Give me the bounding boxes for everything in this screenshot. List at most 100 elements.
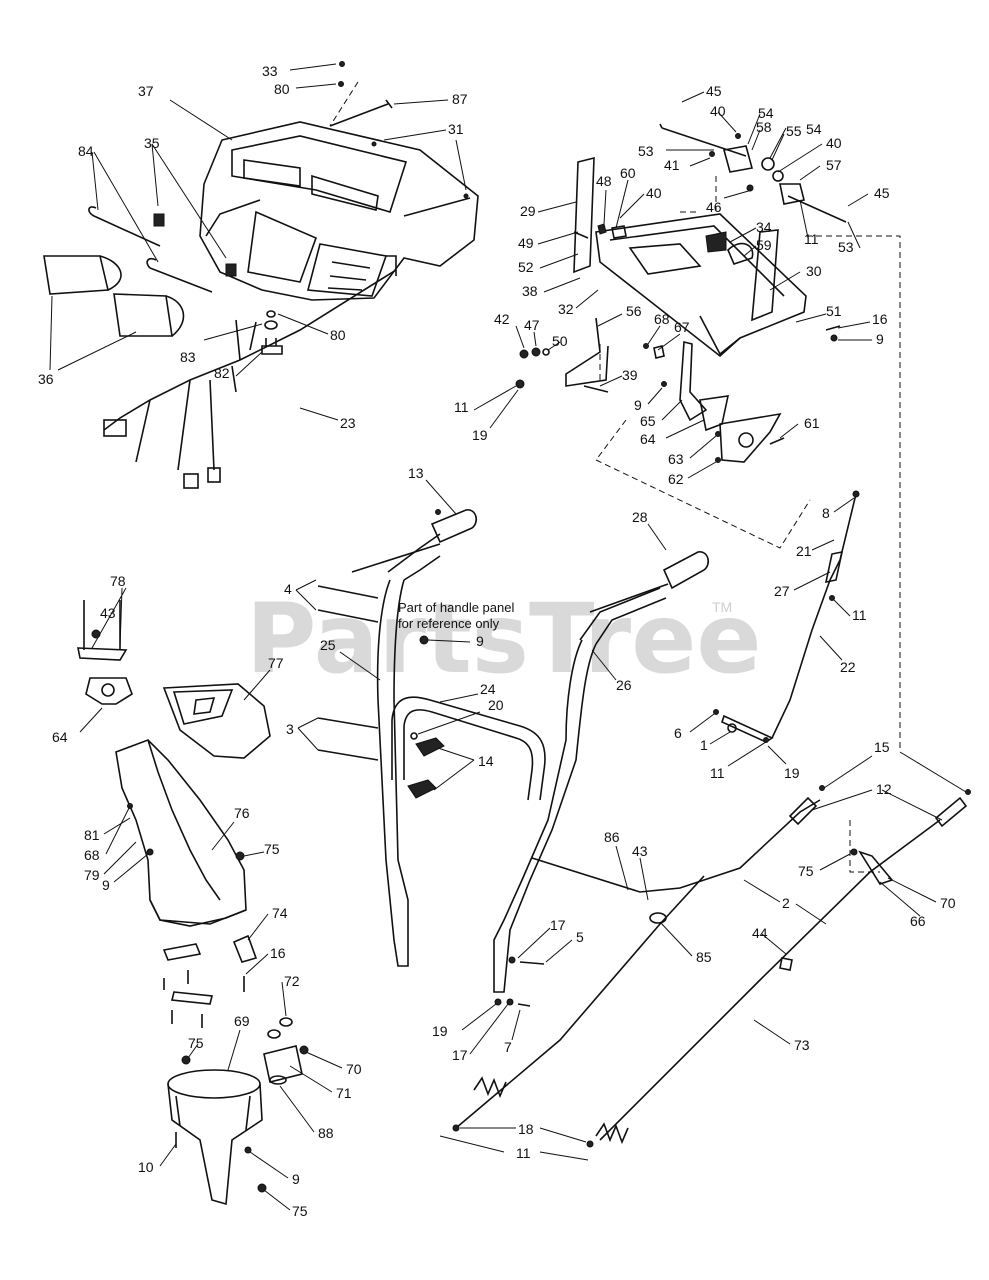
chute-76 [115, 739, 247, 927]
knob-34 [705, 231, 727, 253]
callout: 62 [668, 471, 684, 487]
nut-11-left [515, 379, 525, 389]
callout: 7 [504, 1039, 512, 1055]
callout: 23 [340, 415, 356, 431]
callout: 6 [674, 725, 682, 741]
callout-labels: 33 80 37 87 31 84 35 36 83 80 82 23 45 4… [38, 63, 956, 1219]
nut-6 [713, 709, 719, 715]
callout: 76 [234, 805, 250, 821]
ref-line-2 [806, 235, 901, 748]
callout: 81 [84, 827, 100, 843]
nut-9-chute [146, 848, 154, 856]
bolt-4b [317, 609, 379, 623]
callout: 55 [786, 123, 802, 139]
bracket-58 [722, 145, 754, 173]
chute-base-69 [167, 1069, 263, 1206]
handle-left-25 [376, 533, 441, 967]
callout: 5 [576, 929, 584, 945]
callout: 72 [284, 973, 300, 989]
washer-80-top [338, 81, 344, 87]
callout: 73 [794, 1037, 810, 1053]
nut-9-handle [419, 635, 429, 645]
callout: 53 [838, 239, 854, 255]
callout: 45 [706, 83, 722, 99]
nut-9-right [830, 334, 838, 342]
bolts-lower [163, 970, 203, 1028]
nut-48 [597, 223, 607, 235]
callout: 75 [264, 841, 280, 857]
callout: 9 [634, 397, 642, 413]
washer-83 [264, 320, 278, 330]
rod-53-right [787, 195, 847, 223]
callout: 29 [520, 203, 536, 219]
bolt-87 [329, 99, 393, 127]
rod-73 [599, 819, 941, 1141]
sleeve-12b [934, 796, 968, 828]
bulb-socket-35b [225, 263, 237, 277]
bracket-60 [611, 225, 627, 239]
dash-panel-housing [199, 121, 479, 301]
callout: 3 [286, 721, 294, 737]
callout: 56 [626, 303, 642, 319]
callout: 39 [622, 367, 638, 383]
nut-75-right [850, 848, 858, 856]
callout: 9 [292, 1171, 300, 1187]
callout: 64 [640, 431, 656, 447]
callout: 52 [518, 259, 534, 275]
callout: 14 [478, 753, 494, 769]
ref-line-3 [680, 176, 717, 213]
callout: 10 [138, 1159, 154, 1175]
callout: 17 [452, 1047, 468, 1063]
grip-28 [589, 551, 710, 613]
washer-80 [266, 310, 276, 318]
callout: 19 [784, 765, 800, 781]
bracket-57 [779, 183, 805, 205]
callout: 28 [632, 509, 648, 525]
cap-72b [267, 1029, 281, 1039]
callout: 45 [874, 185, 890, 201]
screw-31 [371, 141, 377, 147]
nut-75-chute [235, 851, 245, 861]
callout: 33 [262, 63, 278, 79]
cap-72a [279, 1017, 293, 1027]
bolt-5 [519, 961, 545, 965]
nut-63 [715, 431, 721, 437]
callout: 38 [522, 283, 538, 299]
deflector-77 [162, 683, 271, 759]
callout: 58 [756, 119, 772, 135]
callout: 37 [138, 83, 154, 99]
ref-line-1 [595, 344, 811, 549]
washer-20 [410, 732, 418, 740]
callout: 80 [330, 327, 346, 343]
callout: 40 [826, 135, 842, 151]
reference-note-line2: for reference only [398, 616, 500, 631]
headlight-right [113, 293, 185, 337]
callout: 11 [516, 1145, 531, 1161]
callout: 1 [700, 737, 708, 753]
rod-53-left [659, 123, 747, 157]
bolt-61 [769, 437, 785, 445]
callout: 74 [272, 905, 288, 921]
rod-85 [455, 875, 705, 1129]
rod-21 [829, 493, 857, 581]
callout: 78 [110, 573, 126, 589]
wire-harness [103, 255, 397, 489]
callout: 43 [632, 843, 648, 859]
bracket-56 [565, 317, 609, 387]
callout: 51 [826, 303, 842, 319]
callout: 12 [876, 781, 892, 797]
lever-65 [679, 340, 708, 422]
bolt-16-right [825, 325, 841, 331]
nut-17b [506, 998, 514, 1006]
callout: 11 [804, 231, 819, 247]
spring-lower-right [595, 1122, 629, 1145]
callout: 83 [180, 349, 196, 365]
shift-rod-2 [531, 799, 821, 893]
callout: 43 [100, 605, 116, 621]
callout: 49 [518, 235, 534, 251]
callout: 24 [480, 681, 496, 697]
callout: 42 [494, 311, 510, 327]
callout: 40 [646, 185, 662, 201]
callout: 50 [552, 333, 568, 349]
